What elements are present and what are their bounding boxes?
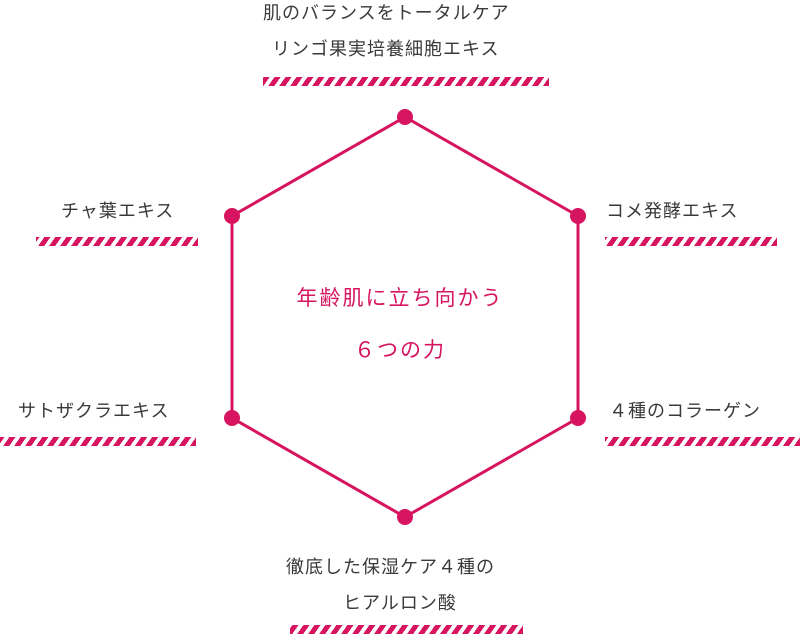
center-title-line2: ６つの力 — [354, 338, 446, 362]
ingredient-lower-left-label: サトザクラエキス — [18, 401, 170, 422]
ingredient-top-line2: リンゴ果実培養細胞エキス — [272, 39, 500, 60]
ingredient-upper-left-underline — [36, 237, 198, 246]
ingredient-top-line1: 肌のバランスをトータルケア — [263, 3, 510, 24]
node-lower-right — [570, 410, 586, 426]
ingredient-upper-right-label: コメ発酵エキス — [606, 201, 739, 222]
node-upper-left — [224, 208, 240, 224]
hexagon-outline — [230, 115, 580, 519]
ingredient-bottom-line2: ヒアルロン酸 — [343, 593, 457, 614]
center-title-line1: 年齢肌に立ち向かう — [296, 286, 504, 310]
ingredient-bottom-line1: 徹底した保湿ケア４種の — [286, 557, 495, 578]
ingredient-upper-right-underline — [605, 237, 777, 246]
node-bottom — [397, 509, 413, 525]
node-upper-right — [570, 208, 586, 224]
ingredient-upper-left-label: チャ葉エキス — [61, 201, 175, 222]
ingredient-lower-right-underline — [605, 437, 800, 446]
node-top — [397, 109, 413, 125]
ingredient-bottom-underline — [290, 625, 523, 634]
ingredient-lower-right-label: ４種のコラーゲン — [609, 401, 761, 422]
node-lower-left — [224, 410, 240, 426]
ingredient-top-underline — [263, 77, 549, 86]
ingredient-lower-left-underline — [0, 437, 196, 446]
